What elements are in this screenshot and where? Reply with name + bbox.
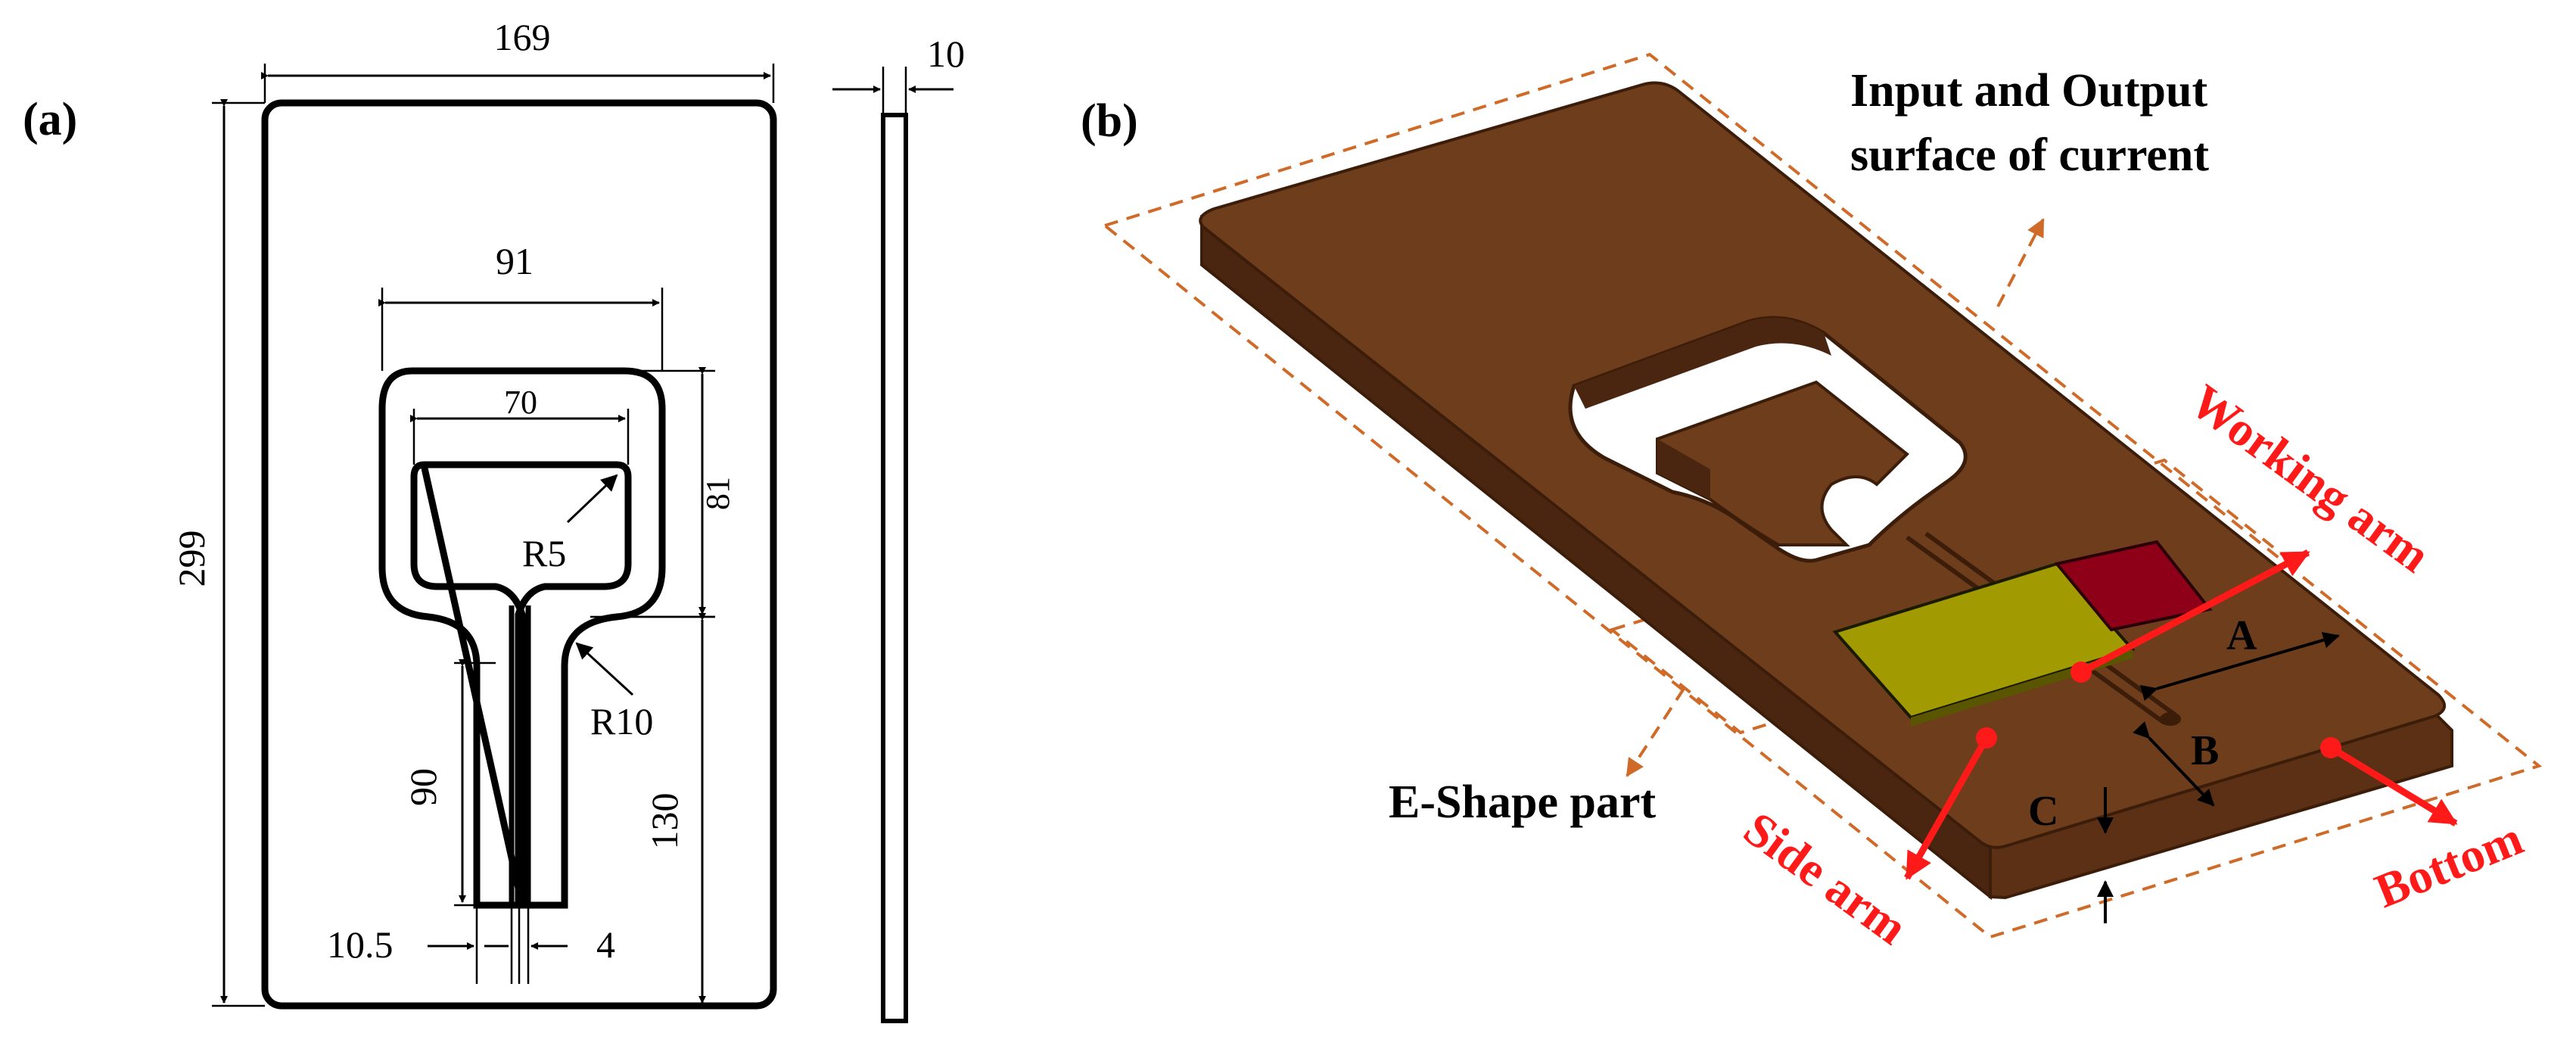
side-arm-arrow <box>1904 736 1990 880</box>
dim-c-label: C <box>2028 788 2058 835</box>
eshape-tongue <box>1656 380 1910 546</box>
panel-a: (a) 169 299 91 70 81 <box>23 16 965 1023</box>
window-wall <box>1574 318 1831 409</box>
dim-stem-bottom-label: 130 <box>643 793 686 850</box>
radius-r10-leader <box>575 642 634 696</box>
dim-thickness-label: 10 <box>927 33 965 75</box>
dim-window-inner-label: 70 <box>504 384 537 421</box>
dim-window-height-label: 81 <box>699 477 736 510</box>
dim-slot-width-label: 4 <box>596 923 615 966</box>
radius-r5-label: R5 <box>522 532 566 574</box>
dim-b-label: B <box>2191 727 2219 774</box>
working-arm-arrow <box>2079 549 2310 675</box>
dim-window-outer-label: 91 <box>496 240 534 282</box>
window-outer-outline <box>378 367 666 909</box>
dim-a-line <box>2139 632 2340 702</box>
side-arm-label: Side arm <box>1734 801 1918 955</box>
side-view-strip <box>881 113 908 1023</box>
dim-height-label: 299 <box>170 531 213 587</box>
panel-b: (b) A B C <box>1081 52 2543 955</box>
radius-r5-leader <box>566 474 618 524</box>
chip-red <box>2054 540 2213 632</box>
io-label-line2: surface of current <box>1850 129 2209 181</box>
radius-r10-label: R10 <box>590 700 653 742</box>
dim-stem-width-label: 10.5 <box>327 923 394 966</box>
dim-a-label: A <box>2226 612 2257 659</box>
eshape-tongue-side <box>1657 439 1710 500</box>
eshape-plane <box>1608 458 2297 735</box>
io-surface-plane <box>1101 52 2543 939</box>
panel-a-label: (a) <box>23 94 77 145</box>
dim-stem-length-label: 90 <box>402 768 444 806</box>
panel-b-label: (b) <box>1081 95 1138 147</box>
io-leader <box>1996 218 2045 307</box>
window-inner-outline <box>410 461 632 906</box>
bottom-label: Bottom <box>2368 811 2530 918</box>
dim-width-label: 169 <box>494 16 551 58</box>
eshape-label: E-Shape part <box>1389 777 1656 828</box>
plate-outline <box>261 99 777 1010</box>
eshape-leader <box>1626 687 1685 777</box>
bottom-arrow <box>2329 745 2458 826</box>
slot-end <box>2160 712 2181 726</box>
dim-b-line <box>2133 721 2215 807</box>
io-label-line1: Input and Output <box>1850 65 2207 117</box>
